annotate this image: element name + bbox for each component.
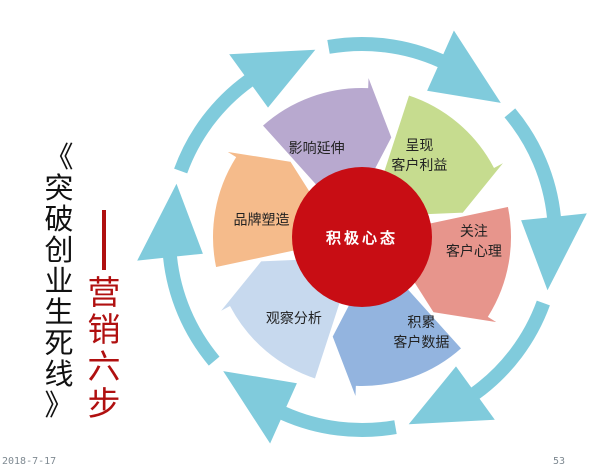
- step-label-2: 关注客户心理: [446, 224, 502, 260]
- vertical-title: 《突破创业生死线》: [42, 142, 76, 421]
- step-label-line: 积累: [407, 315, 435, 331]
- step-label-line: 影响延伸: [289, 141, 345, 157]
- step-label-line: 呈现: [405, 138, 433, 154]
- step-label-3: 积累客户数据: [393, 315, 449, 351]
- vertical-title-char: 业: [44, 264, 74, 298]
- subtitle: 营销六步: [84, 274, 124, 422]
- center-label: 积极心态: [326, 229, 398, 247]
- step-label-4: 观察分析: [266, 310, 322, 327]
- step-label-line: 品牌塑造: [234, 211, 290, 228]
- vertical-title-char: 破: [44, 202, 74, 236]
- step-label-line: 关注: [460, 224, 488, 240]
- step-label-line: 客户心理: [446, 243, 502, 260]
- outer-arrow-2: [504, 108, 587, 291]
- subtitle-char: 营: [87, 273, 121, 312]
- step-label-line: 客户数据: [393, 334, 449, 351]
- outer-arrow-3: [408, 300, 550, 425]
- page-number: 53: [553, 456, 566, 467]
- outer-arrow-ring: [137, 30, 587, 444]
- vertical-title-char: 线: [44, 357, 74, 391]
- center-hub: 积极心态: [292, 167, 432, 307]
- outer-arrow-5: [137, 183, 220, 366]
- vertical-title-char: 突: [44, 171, 74, 205]
- subtitle-char: 六: [87, 347, 121, 386]
- subtitle-char: 销: [87, 310, 121, 349]
- vertical-title-char: 创: [44, 233, 74, 267]
- vertical-title-char: 》: [44, 388, 74, 422]
- outer-arrow-4: [223, 371, 397, 444]
- step-label-6: 影响延伸: [289, 141, 345, 157]
- center-circle: [292, 167, 432, 307]
- outer-arrow-6: [174, 49, 316, 174]
- outer-arrow-1: [327, 30, 501, 103]
- subtitle-dash: [102, 210, 106, 270]
- vertical-title-char: 死: [44, 326, 74, 360]
- vertical-title-char: 《: [44, 140, 74, 174]
- subtitle-char: 步: [87, 384, 121, 423]
- step-label-5: 品牌塑造: [234, 211, 290, 228]
- step-label-1: 呈现客户利益: [391, 138, 447, 174]
- step-label-line: 观察分析: [266, 310, 322, 327]
- vertical-title-char: 生: [44, 295, 74, 329]
- footer-date: 2018-7-17: [2, 456, 57, 467]
- step-label-line: 客户利益: [391, 157, 447, 174]
